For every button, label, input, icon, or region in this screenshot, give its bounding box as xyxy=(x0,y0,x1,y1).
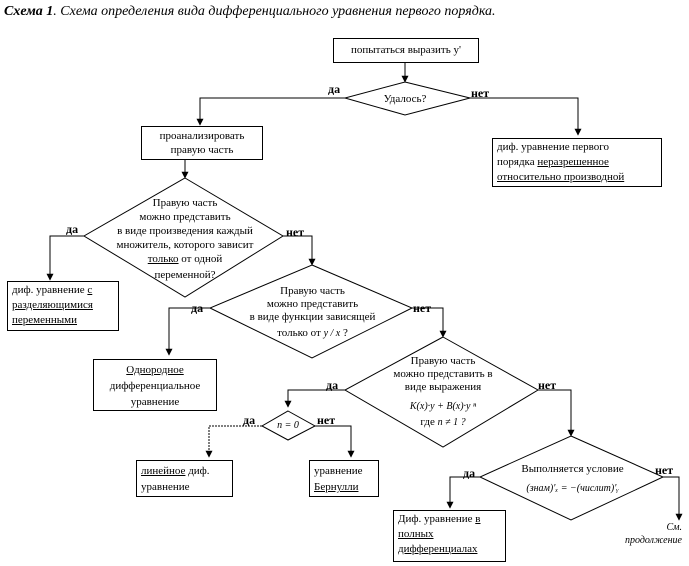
node-link-text: полных xyxy=(398,528,434,540)
line: Правую часть xyxy=(280,285,345,297)
line: в виде произведения каждый xyxy=(117,225,253,237)
node-linear-equation: линейное диф. уравнение xyxy=(136,460,233,497)
label-no: нет xyxy=(413,301,432,315)
line: в виде функции зависящей xyxy=(249,311,376,323)
decision-bernoulli-shape xyxy=(343,336,539,448)
decision-separable-text: Правую часть можно представить в виде пр… xyxy=(100,196,270,282)
node-text: уравнение xyxy=(141,481,190,493)
node-text: уравнение xyxy=(130,396,180,408)
math-expression: n ≠ 1 ? xyxy=(437,417,466,428)
edge-separable-yes xyxy=(46,235,84,281)
continue-line: продолжение xyxy=(624,535,682,546)
edge-homogeneous-no xyxy=(412,307,447,338)
node-exact-differentials: Диф. уравнение в полных дифференциалах xyxy=(393,510,506,562)
decision-homogeneous-text: Правую часть можно представить в виде фу… xyxy=(240,285,385,340)
node-analyze-right-side: проанализировать правую часть xyxy=(141,126,263,160)
line: от одной xyxy=(178,253,223,265)
decision-exact-text: Выполняется условие (знам)'ₓ = −(числит)… xyxy=(505,462,640,496)
label-no: нет xyxy=(286,225,305,239)
line: можно представить xyxy=(139,211,231,223)
continue-line: См. xyxy=(666,522,682,533)
decision-exact-shape xyxy=(478,435,665,521)
node-text: Диф. уравнение xyxy=(398,513,476,525)
decision-homogeneous-shape xyxy=(208,264,414,359)
node-link-text: линейное xyxy=(141,465,186,477)
label-yes: да xyxy=(243,413,256,427)
line: Выполняется условие xyxy=(521,463,624,475)
scheme-number: Схема 1 xyxy=(4,4,54,19)
node-text: дифференциальное xyxy=(109,380,201,392)
label-yes: да xyxy=(463,466,476,480)
edge-exact-yes xyxy=(446,476,480,509)
line: можно представить в xyxy=(393,368,493,380)
node-link-text: Бернулли xyxy=(314,481,359,493)
label-no: нет xyxy=(317,413,336,427)
edge-homogeneous-yes xyxy=(165,307,210,356)
node-text: проанализировать xyxy=(159,130,245,142)
label-no: нет xyxy=(655,463,674,477)
edge-exact-no xyxy=(663,476,683,521)
node-text: уравнение xyxy=(314,465,363,477)
math-expression: (знам)'ₓ = −(числит)'ᵧ xyxy=(526,483,619,494)
decision-n0-text: n = 0 xyxy=(277,420,299,431)
decision-n0-shape xyxy=(260,410,317,441)
decision-bernoulli-text: Правую часть можно представить в виде вы… xyxy=(383,355,503,429)
line: Правую часть xyxy=(152,197,218,209)
edge-solved-yes xyxy=(196,97,345,126)
node-text: правую часть xyxy=(170,144,234,156)
label-yes: да xyxy=(191,301,204,315)
line: виде выражения xyxy=(404,381,482,393)
edge-solved-no xyxy=(470,97,582,136)
node-text: диф. уравнение первого xyxy=(497,141,609,153)
line: Правую часть xyxy=(410,355,476,367)
line: только от xyxy=(277,327,324,339)
edge-bernoulli-no xyxy=(538,389,575,437)
decision-solved-shape xyxy=(343,81,471,116)
node-link-text: дифференциалах xyxy=(398,543,478,555)
node-homogeneous-equation: Однородное дифференциальное уравнение xyxy=(93,359,217,411)
node-unresolved-equation: диф. уравнение первого порядка неразреше… xyxy=(492,138,662,187)
diagram-title: Схема 1. Схема определения вида дифферен… xyxy=(4,4,496,20)
decision-solved-text: Удалось? xyxy=(383,93,427,105)
math-expression: K(x)·y + B(x)·y ⁿ xyxy=(409,401,477,412)
node-link-text: разделяющимися xyxy=(12,299,93,311)
node-link-text: неразрешенное xyxy=(537,156,609,168)
label-yes: да xyxy=(326,378,339,392)
node-text: попытаться выразить y' xyxy=(351,44,461,56)
edge-n0-no xyxy=(315,425,355,458)
decision-separable-shape xyxy=(83,177,284,298)
label-no: нет xyxy=(538,378,557,392)
edge-n0-yes xyxy=(205,425,262,458)
line: множитель, которого зависит xyxy=(116,239,254,251)
node-try-express-derivative: попытаться выразить y' xyxy=(333,38,479,63)
node-separable-variables: диф. уравнение с разделяющимися переменн… xyxy=(7,281,119,331)
scheme-caption: . Схема определения вида дифференциально… xyxy=(53,4,496,19)
label-yes: да xyxy=(328,82,341,96)
line: ? xyxy=(340,327,348,339)
node-link-text: в xyxy=(475,513,481,525)
line: где xyxy=(420,416,438,428)
node-text: порядка xyxy=(497,156,538,168)
node-text: диф. уравнение xyxy=(12,284,88,296)
node-bernoulli-equation: уравнение Бернулли xyxy=(309,460,379,497)
line: только xyxy=(147,253,179,265)
node-link-text: относительно производной xyxy=(497,171,625,183)
line: переменной? xyxy=(154,269,216,281)
node-link-text: с xyxy=(87,284,93,296)
node-link-text: переменными xyxy=(12,314,78,326)
label-no: нет xyxy=(471,86,490,100)
node-text: диф. xyxy=(185,465,210,477)
edge-separable-no xyxy=(283,235,316,266)
line: можно представить xyxy=(266,298,359,310)
edge-bernoulli-yes xyxy=(284,389,345,408)
math-expression: y / x xyxy=(323,328,341,339)
label-yes: да xyxy=(66,222,79,236)
continue-note: См. продолжение xyxy=(610,521,682,547)
node-link-text: Однородное xyxy=(126,364,184,376)
